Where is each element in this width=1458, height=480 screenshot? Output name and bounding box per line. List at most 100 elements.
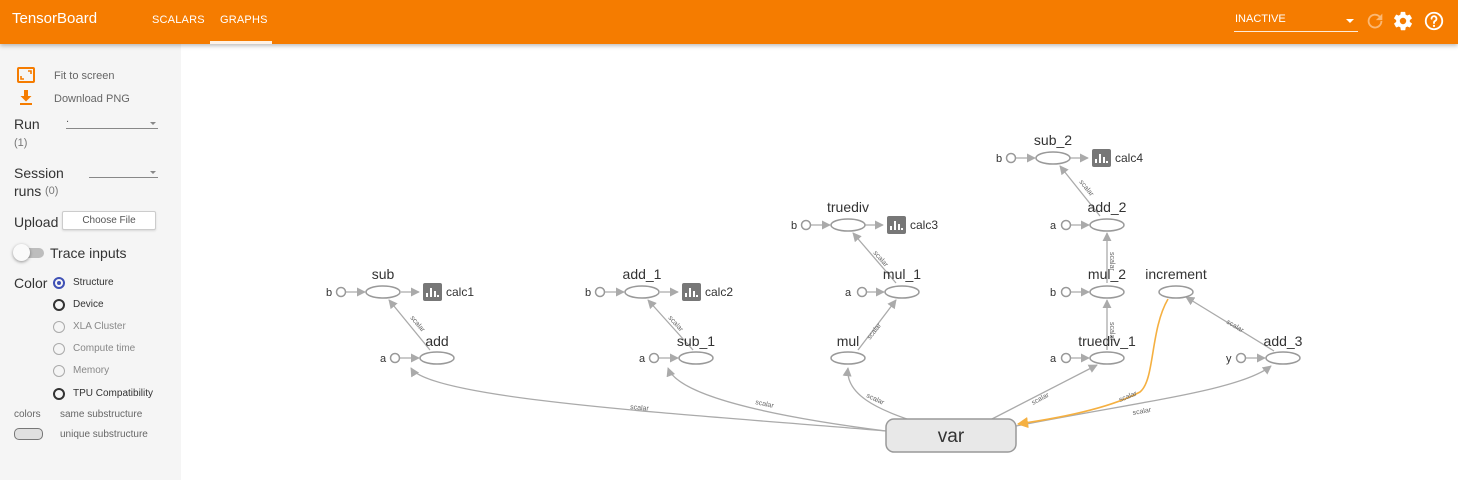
- gear-icon[interactable]: [1392, 10, 1414, 32]
- edge-var-add: [410, 367, 887, 432]
- node-add-label: add: [425, 333, 448, 349]
- upload-label: Upload: [14, 214, 59, 230]
- node-add-2[interactable]: add_2: [1088, 199, 1127, 232]
- input-b[interactable]: b: [791, 219, 812, 232]
- node-sub-2[interactable]: sub_2: [1034, 132, 1072, 165]
- legend-unique-substructure: unique substructure: [60, 429, 148, 440]
- input-a-label: a: [1050, 353, 1057, 365]
- input-b[interactable]: b: [1050, 286, 1072, 299]
- status-select-value: INACTIVE: [1235, 13, 1286, 25]
- session-runs-label-line2: runs: [14, 183, 42, 199]
- download-png-button[interactable]: Download PNG: [54, 93, 130, 105]
- session-runs-select[interactable]: [89, 164, 158, 178]
- input-b-label: b: [585, 287, 591, 299]
- fit-to-screen-icon[interactable]: [17, 67, 35, 83]
- input-a-label: a: [639, 353, 646, 365]
- radio-tpu-compatibility-label: TPU Compatibility: [73, 388, 154, 399]
- radio-memory-label: Memory: [73, 365, 110, 376]
- edge-label: scalar: [866, 322, 883, 342]
- input-b[interactable]: b: [585, 286, 606, 299]
- radio-structure[interactable]: [53, 277, 65, 289]
- node-truediv-1-label: truediv_1: [1078, 333, 1136, 349]
- input-a[interactable]: a: [1050, 219, 1072, 232]
- node-add-3[interactable]: add_3: [1264, 333, 1303, 365]
- edge-label: scalar: [1132, 407, 1152, 417]
- edge-add-sub: [388, 299, 431, 351]
- edge-label: scalar: [755, 399, 775, 410]
- radio-compute-time-label: Compute time: [73, 343, 136, 354]
- chevron-down-icon: [1346, 19, 1354, 23]
- summary-calc2[interactable]: calc2: [682, 283, 733, 301]
- node-sub-1[interactable]: sub_1: [677, 333, 715, 365]
- edge-label: scalar: [1108, 322, 1115, 341]
- active-tab-indicator: [210, 41, 272, 44]
- node-sub-2-label: sub_2: [1034, 132, 1072, 148]
- input-a-label: a: [380, 353, 387, 365]
- node-truediv-1[interactable]: truediv_1: [1078, 333, 1136, 365]
- node-mul-2[interactable]: mul_2: [1088, 266, 1126, 299]
- trace-inputs-toggle[interactable]: [13, 244, 30, 261]
- node-sub-label: sub: [372, 266, 395, 282]
- edge-var-add3: [1015, 365, 1272, 427]
- legend-unique-swatch: [14, 428, 43, 440]
- radio-device[interactable]: [53, 299, 65, 311]
- tab-scalars[interactable]: SCALARS: [152, 14, 205, 26]
- input-b[interactable]: b: [996, 152, 1017, 165]
- input-b-label: b: [791, 220, 797, 232]
- edge-label: scalar: [408, 315, 426, 334]
- legend-same-substructure: same substructure: [60, 409, 143, 420]
- trace-inputs-toggle-track[interactable]: [16, 248, 44, 258]
- node-mul-label: mul: [837, 333, 860, 349]
- node-increment-label: increment: [1145, 266, 1207, 282]
- node-increment[interactable]: increment: [1145, 266, 1207, 299]
- radio-memory[interactable]: [53, 365, 65, 377]
- choose-file-button[interactable]: Choose File: [62, 211, 156, 230]
- run-count: (1): [14, 137, 28, 149]
- radio-structure-label: Structure: [73, 277, 114, 288]
- node-mul-1[interactable]: mul_1: [883, 266, 921, 299]
- tab-graphs[interactable]: GRAPHS: [220, 14, 268, 26]
- fit-to-screen-button[interactable]: Fit to screen: [54, 70, 115, 82]
- node-sub[interactable]: sub: [365, 266, 401, 299]
- edge-label: scalar: [1225, 319, 1245, 335]
- input-a[interactable]: a: [845, 286, 868, 299]
- node-add-2-label: add_2: [1088, 199, 1127, 215]
- node-truediv[interactable]: truediv: [827, 199, 869, 232]
- edge-var-sub1: [666, 367, 887, 432]
- summary-calc2-label: calc2: [705, 285, 733, 299]
- download-icon[interactable]: [19, 89, 33, 105]
- refresh-icon[interactable]: [1364, 10, 1386, 32]
- edge-mul1-truediv: [852, 232, 897, 284]
- run-select[interactable]: .: [66, 113, 158, 129]
- summary-calc1[interactable]: calc1: [423, 283, 474, 301]
- input-a[interactable]: a: [639, 352, 660, 365]
- summary-calc4[interactable]: calc4: [1092, 149, 1143, 167]
- radio-tpu-compatibility[interactable]: [53, 388, 65, 400]
- help-icon[interactable]: [1423, 10, 1445, 32]
- radio-xla-cluster[interactable]: [53, 321, 65, 333]
- node-var[interactable]: var: [885, 418, 1017, 453]
- node-var-label: var: [938, 426, 965, 447]
- session-runs-label-line1: Session: [14, 165, 64, 181]
- input-b[interactable]: b: [326, 286, 347, 299]
- node-add-1[interactable]: add_1: [623, 266, 662, 299]
- input-a-label: a: [845, 287, 852, 299]
- status-select[interactable]: INACTIVE: [1234, 10, 1358, 32]
- edge-var-mul: [842, 367, 911, 421]
- node-mul[interactable]: mul: [830, 333, 866, 365]
- graph-canvas[interactable]: .edge { fill: none; stroke: #aaa; stroke…: [181, 44, 1458, 480]
- node-add-1-label: add_1: [623, 266, 662, 282]
- node-mul-1-label: mul_1: [883, 266, 921, 282]
- brand-title[interactable]: TensorBoard: [12, 10, 98, 27]
- radio-compute-time[interactable]: [53, 343, 65, 355]
- node-add[interactable]: add: [419, 333, 455, 365]
- input-y[interactable]: y: [1226, 352, 1247, 365]
- edge-mul-mul1: [857, 299, 897, 351]
- chevron-down-icon: [150, 171, 156, 174]
- summary-calc3[interactable]: calc3: [887, 216, 938, 234]
- edge-add3-increment: [1185, 296, 1275, 352]
- run-select-value: .: [66, 113, 70, 125]
- input-a[interactable]: a: [1050, 352, 1072, 365]
- radio-xla-cluster-label: XLA Cluster: [73, 321, 126, 332]
- input-a[interactable]: a: [380, 352, 401, 365]
